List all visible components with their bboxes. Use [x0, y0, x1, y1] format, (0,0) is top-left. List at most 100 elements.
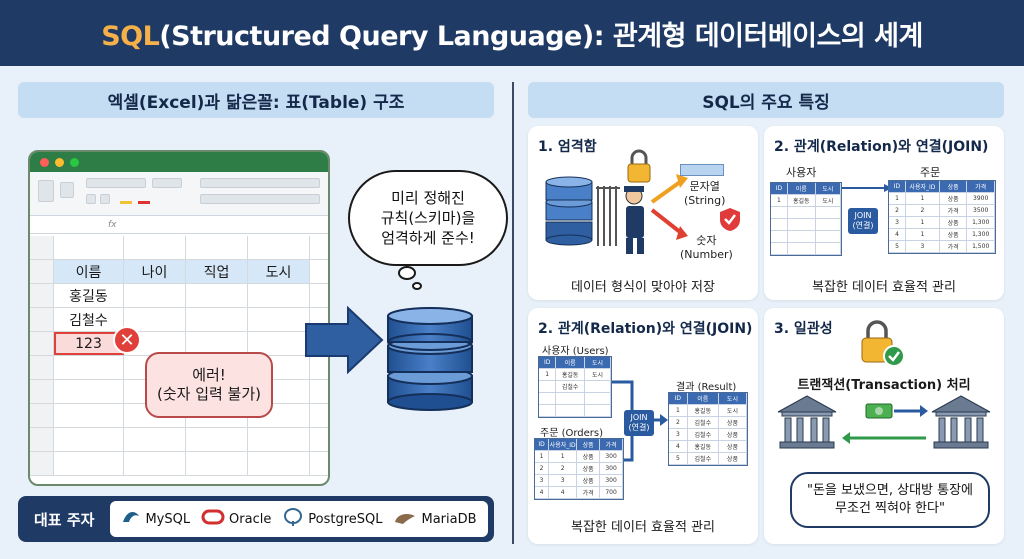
close-dot-icon	[40, 157, 49, 167]
row-number-cell	[30, 284, 54, 307]
left-section-title: 엑셀(Excel)과 닮은꼴: 표(Table) 구조	[18, 82, 494, 118]
sheet-cell[interactable]	[54, 452, 124, 475]
sheet-row	[30, 452, 328, 476]
mini-table-cell: 5	[669, 453, 688, 464]
postgresql-elephant-icon	[282, 507, 304, 531]
sheet-cell[interactable]: 김철수	[54, 308, 124, 331]
mini-table-cell: 1	[889, 193, 906, 204]
bank-icon-left	[777, 395, 837, 449]
mini-table-cell: 상품	[940, 217, 968, 228]
sheet-cell[interactable]	[54, 356, 124, 379]
mini-table-cell: 도시	[585, 369, 611, 380]
mini-table-cell: 2	[906, 205, 940, 216]
sheet-cell[interactable]	[248, 284, 310, 307]
brand-item-postgresql: PostgreSQL	[282, 507, 383, 531]
sheet-cell[interactable]	[186, 308, 248, 331]
mini-table-cell: 1	[906, 193, 940, 204]
mini-table-cell	[788, 231, 816, 242]
sheet-cell[interactable]: 123	[54, 332, 124, 355]
mini-table-cell: 상품	[719, 429, 747, 440]
sheet-cell[interactable]	[186, 452, 248, 475]
sheet-header-cell[interactable]: 직업	[186, 260, 248, 283]
mini-table-cell: 이름	[556, 357, 586, 368]
mini-table-cell: 사용자_ID	[905, 181, 940, 192]
mini-table-cell: 상품	[719, 453, 747, 464]
maximize-dot-icon	[70, 157, 79, 167]
sheet-cell[interactable]	[248, 308, 310, 331]
sheet-cell[interactable]	[54, 404, 124, 427]
sheet-cell[interactable]	[54, 380, 124, 403]
card-caption: 복잡한 데이터 효율적 관리	[571, 520, 715, 535]
mini-table-cell: 홍길동	[556, 369, 586, 380]
lock-icon	[627, 149, 651, 183]
mini-table-cell: 가격	[967, 181, 995, 192]
sheet-header-cell[interactable]: 도시	[248, 260, 310, 283]
mini-table-cell: 2	[535, 463, 550, 474]
mini-table-cell: 1	[771, 195, 788, 206]
sheet-cell[interactable]	[124, 428, 186, 451]
sheet-cell[interactable]	[124, 284, 186, 307]
oracle-icon	[201, 509, 225, 529]
sheet-cell[interactable]	[248, 452, 310, 475]
mini-table-cell: 홍길동	[688, 405, 719, 416]
sheet-cell[interactable]	[248, 380, 310, 403]
error-x-icon: ✕	[113, 326, 141, 354]
mini-table-cell	[816, 219, 841, 230]
bold-icon	[86, 194, 96, 204]
sheet-cell[interactable]: 홍길동	[54, 284, 124, 307]
brand-item-mariadb: MariaDB	[393, 508, 477, 530]
card-title: 3. 일관성	[774, 321, 833, 337]
mini-table-row	[539, 393, 611, 405]
mini-table-cell: 김철수	[688, 453, 719, 464]
sheet-cell[interactable]	[186, 332, 248, 355]
page-title: SQL(Structured Query Language): 관계형 데이터베…	[101, 20, 923, 52]
sheet-cell[interactable]	[124, 332, 186, 355]
mini-table-row	[539, 405, 611, 417]
database-icon	[387, 307, 473, 411]
sheet-cell[interactable]	[248, 356, 310, 379]
mini-table-cell: 3900	[967, 193, 995, 204]
shield-check-icon	[720, 208, 740, 231]
sheet-cell[interactable]	[248, 404, 310, 427]
mini-table-cell: 가격	[940, 241, 968, 252]
mini-table-cell: 1,300	[967, 217, 995, 228]
sheet-cell[interactable]	[186, 428, 248, 451]
mini-table-cell	[556, 393, 586, 404]
sheet-header-cell[interactable]: 나이	[124, 260, 186, 283]
sheet-cell[interactable]	[124, 452, 186, 475]
mini-table-cell: 4	[889, 229, 906, 240]
sheet-cell[interactable]	[124, 308, 186, 331]
sheet-blank-row	[30, 236, 328, 260]
sheet-cell[interactable]	[186, 284, 248, 307]
sheet-row	[30, 428, 328, 452]
mini-table-row	[771, 207, 841, 219]
sheet-cell[interactable]	[54, 428, 124, 451]
orders-label: 주문 (Orders)	[540, 428, 604, 439]
sheet-cell[interactable]	[248, 428, 310, 451]
thought-dot-small	[412, 282, 422, 290]
db-guard-icon	[545, 176, 644, 254]
mini-table-cell: 가격	[577, 487, 601, 498]
row-number-cell	[30, 260, 54, 283]
mini-table-cell: 사용자_ID	[549, 439, 578, 450]
sheet-header-cell[interactable]: 이름	[54, 260, 124, 283]
mini-table-cell: 김철수	[688, 429, 719, 440]
mini-table-cell: 300	[600, 463, 623, 474]
mini-table-cell: 가격	[600, 439, 623, 450]
